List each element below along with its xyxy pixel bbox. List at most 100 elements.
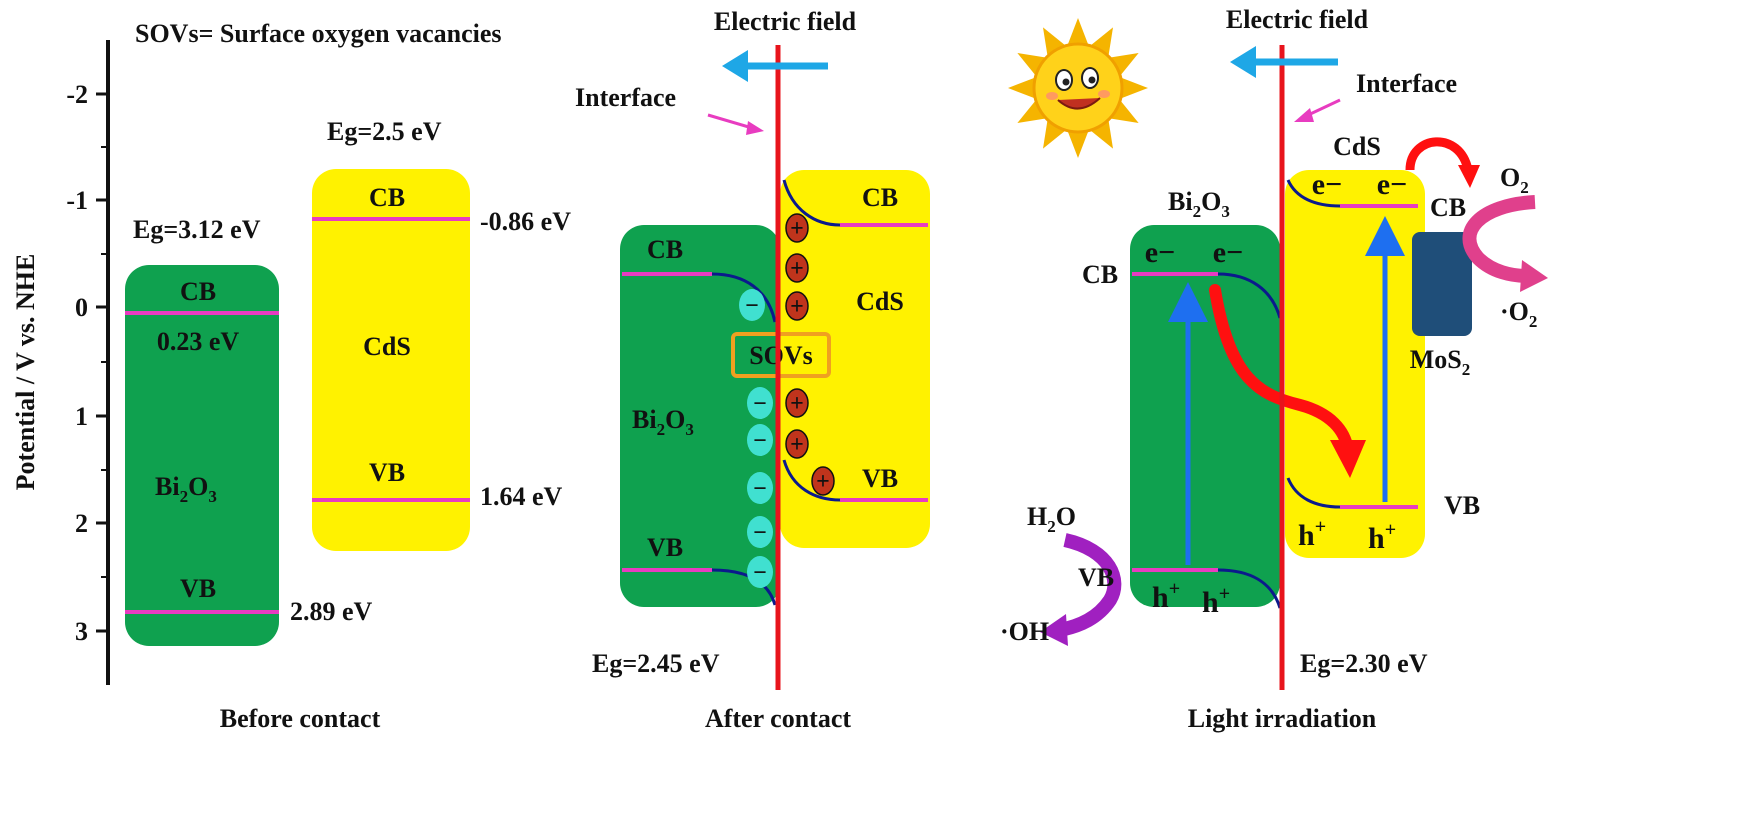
hole-symbol: h+ <box>1202 583 1230 619</box>
bi2o3-name: Bi2O3 <box>1168 187 1230 221</box>
electron-transfer-arrow <box>1209 284 1354 456</box>
bi2o3-block <box>620 225 780 607</box>
electron-symbol: e− <box>1213 236 1243 269</box>
svg-text:−: − <box>753 391 767 417</box>
sovs-box <box>731 332 831 378</box>
hole-symbol: h+ <box>1152 578 1180 614</box>
electric-field-arrowhead <box>1230 46 1256 78</box>
cds-to-mos2-arrow <box>1405 137 1473 172</box>
bi2o3-vb-value: 2.89 eV <box>290 597 373 626</box>
tick-label: 0 <box>75 293 88 322</box>
cds-vb-bend <box>782 459 841 502</box>
electric-field-label: Electric field <box>1226 5 1369 34</box>
panel-before-contact: CB 0.23 eV VB Bi2O3 2.89 eV Eg=3.12 eV C… <box>125 117 571 733</box>
cds-block <box>780 170 930 548</box>
tick-label: 2 <box>75 509 88 538</box>
hole-charge: + <box>785 253 809 283</box>
electron-charge: − <box>747 556 773 588</box>
bi2o3-vb-bend <box>1217 568 1282 609</box>
svg-text:−: − <box>753 428 767 454</box>
hole-charge: + <box>785 429 809 459</box>
interface-pointer-arrow <box>707 113 753 130</box>
mos2-block <box>1412 232 1472 336</box>
hole-charge: + <box>785 388 809 418</box>
cds-vb-label: VB <box>369 458 405 487</box>
cds-cb-label: CB <box>1430 193 1466 222</box>
mos2-label: MoS2 <box>1410 345 1471 379</box>
tick-label: 1 <box>75 402 88 431</box>
hole-charge: + <box>811 466 835 496</box>
bi2o3-cb-bend <box>1217 272 1282 319</box>
interface-label: Interface <box>575 83 676 112</box>
caption-before-contact: Before contact <box>220 704 381 733</box>
svg-text:+: + <box>790 216 804 242</box>
eg-label: Eg=2.45 eV <box>592 649 720 678</box>
electron-symbol: e− <box>1312 168 1342 201</box>
caption-after-contact: After contact <box>705 704 851 733</box>
bi2o3-vb-label: VB <box>647 533 683 562</box>
cds-vb-bend <box>1286 477 1341 509</box>
bi2o3-name: Bi2O3 <box>632 405 694 439</box>
bi2o3-name: Bi2O3 <box>155 472 217 506</box>
panel-after-contact: CB VB Bi2O3 CB CdS VB − − − − − − + + + … <box>575 7 930 733</box>
cds-vb-label: VB <box>1444 491 1480 520</box>
cds-cb-bend <box>782 179 841 227</box>
electric-field-arrowhead <box>722 50 748 82</box>
svg-text:+: + <box>790 391 804 417</box>
tick-label: -1 <box>66 186 88 215</box>
svg-text:−: − <box>753 520 767 546</box>
bi2o3-vb-label: VB <box>180 574 216 603</box>
hole-symbol: h+ <box>1298 516 1326 552</box>
cds-eg: Eg=2.5 eV <box>327 117 442 146</box>
cds-block <box>1285 170 1425 558</box>
negative-charges: − − − − − − <box>739 289 773 588</box>
svg-text:−: − <box>745 293 759 319</box>
panel-light-irradiation: MoS2 O2 ·O2 H2O ·OH CB VB Bi2O3 CdS CB V… <box>1000 5 1548 733</box>
interface-pointer-arrow <box>1305 98 1341 118</box>
o2-label: O2 <box>1500 163 1529 197</box>
svg-text:+: + <box>790 256 804 282</box>
svg-text:+: + <box>790 294 804 320</box>
eg-label: Eg=2.30 eV <box>1300 649 1428 678</box>
hole-symbol: h+ <box>1368 519 1396 555</box>
bi2o3-block <box>125 265 279 646</box>
electric-field-label: Electric field <box>714 7 857 36</box>
cds-name: CdS <box>363 332 411 361</box>
superoxide-label: ·O2 <box>1500 297 1537 331</box>
bi2o3-vb-label: VB <box>1078 563 1114 592</box>
electron-charge: − <box>747 516 773 548</box>
sun-icon <box>1008 18 1148 158</box>
bi2o3-cb-bend <box>711 272 777 323</box>
hole-charge: + <box>785 213 809 243</box>
electron-symbol: e− <box>1145 236 1175 269</box>
bi2o3-eg: Eg=3.12 eV <box>133 215 261 244</box>
cds-name: CdS <box>1333 132 1381 161</box>
bi2o3-cb-label: CB <box>647 235 683 264</box>
cds-cb-bend <box>1286 179 1341 208</box>
cds-name: CdS <box>856 287 904 316</box>
electron-charge: − <box>747 472 773 504</box>
y-axis: -2 -1 0 1 2 3 Potential / V vs. NHE <box>11 40 110 685</box>
cds-cb-label: CB <box>369 183 405 212</box>
caption-light-irradiation: Light irradiation <box>1188 704 1377 733</box>
y-axis-label: Potential / V vs. NHE <box>11 254 40 491</box>
tick-label: 3 <box>75 617 88 646</box>
interface-label: Interface <box>1356 69 1457 98</box>
cds-vb-label: VB <box>862 464 898 493</box>
electron-symbol: e− <box>1377 168 1407 201</box>
tick-label: -2 <box>66 80 88 109</box>
h2o-label: H2O <box>1027 502 1076 536</box>
bi2o3-cb-label: CB <box>1082 260 1118 289</box>
cds-cb-label: CB <box>862 183 898 212</box>
cds-cb-value: -0.86 eV <box>480 207 571 236</box>
electron-charge: − <box>747 387 773 419</box>
sovs-label: SOVs <box>749 341 813 370</box>
cds-vb-value: 1.64 eV <box>480 482 563 511</box>
svg-text:−: − <box>753 476 767 502</box>
o2-reduction-arrow <box>1462 195 1536 283</box>
electron-charge: − <box>747 424 773 456</box>
electron-charge: − <box>739 289 765 321</box>
svg-text:+: + <box>790 432 804 458</box>
